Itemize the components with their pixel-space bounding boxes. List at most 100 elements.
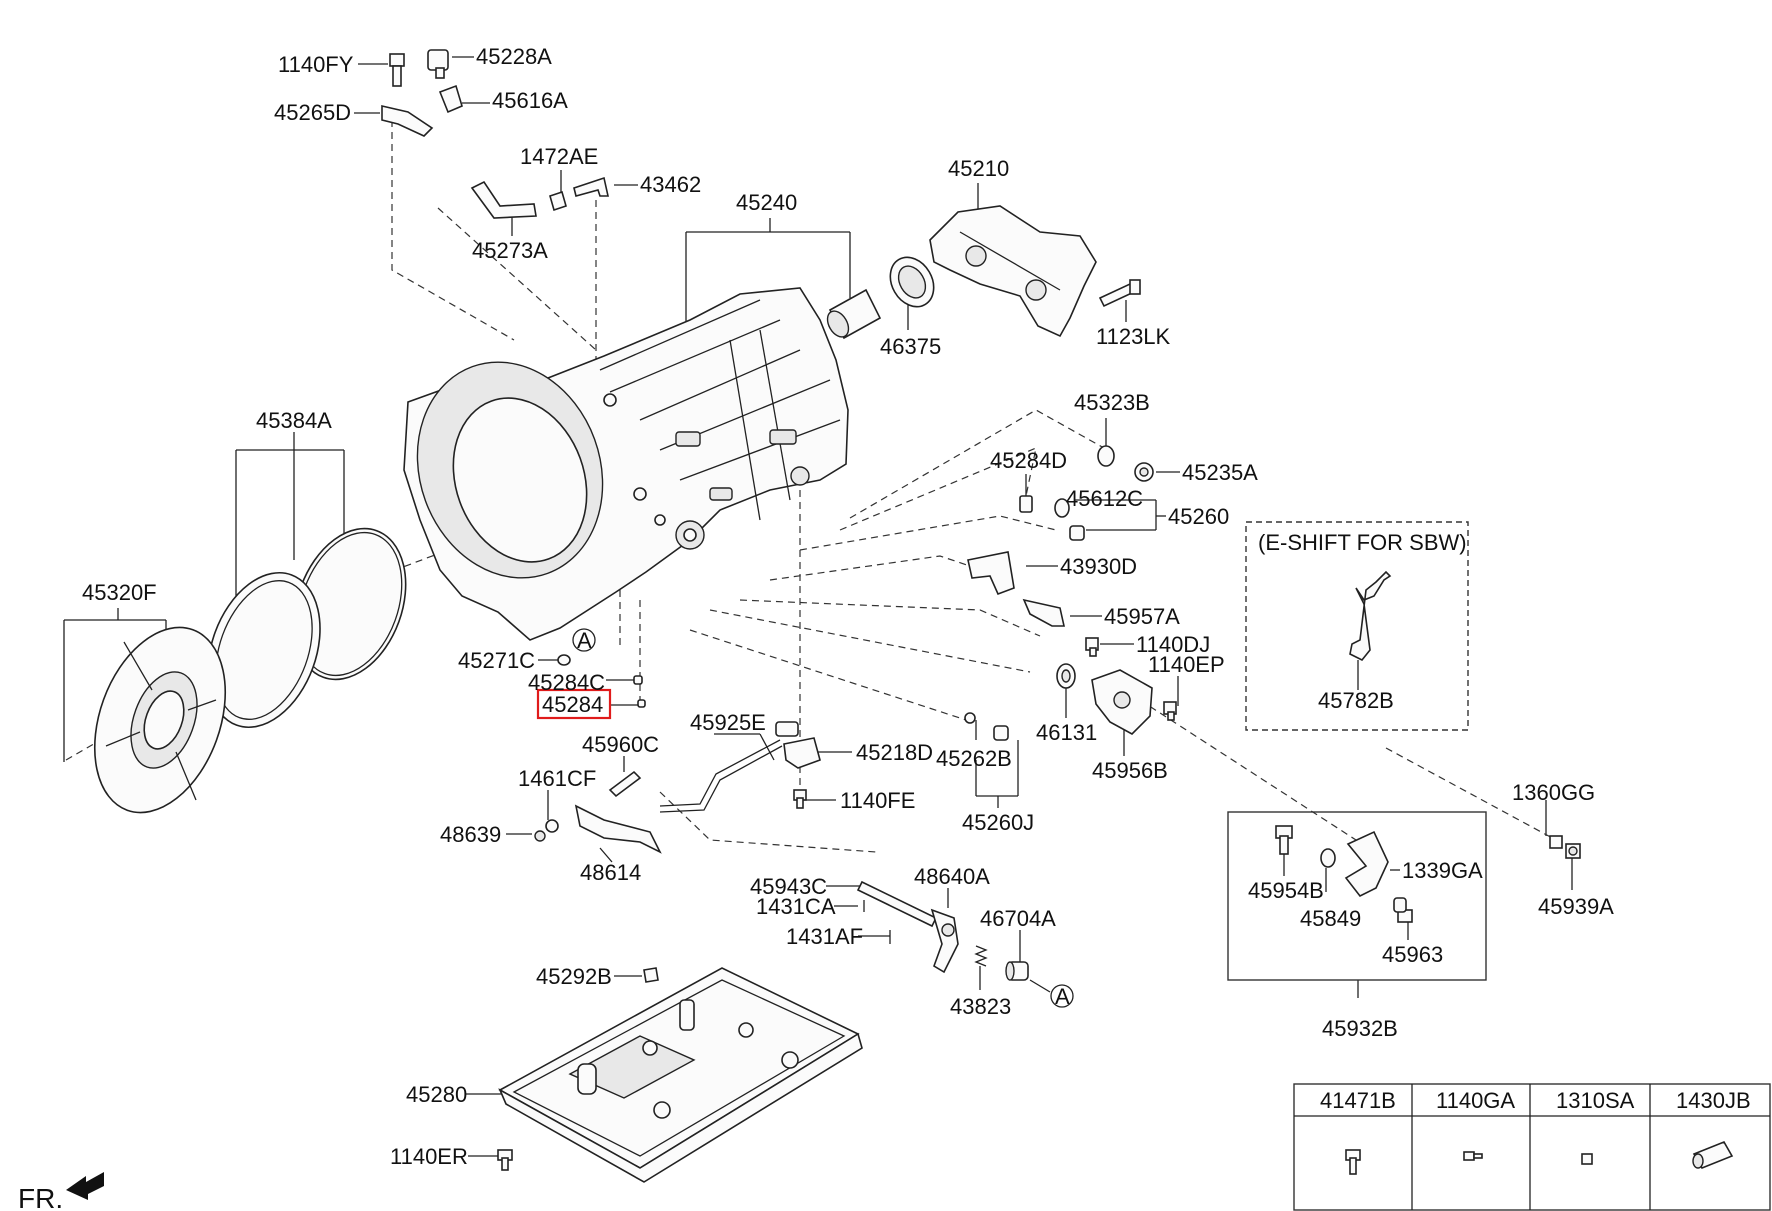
label-45849: 45849 <box>1300 906 1361 931</box>
label-45262B: 45262B <box>936 746 1012 771</box>
label-45292B: 45292B <box>536 964 612 989</box>
plug-45292b-icon <box>643 967 659 983</box>
table-header-1: 41471B <box>1320 1088 1396 1113</box>
shift-rod-45925e <box>659 721 799 813</box>
eshift-box <box>1245 521 1469 731</box>
bracket-45265d-icon <box>381 104 434 137</box>
hose-45273a-icon <box>470 180 537 219</box>
label-1140FE: 1140FE <box>840 788 915 813</box>
bolt-1140fe-icon <box>793 789 807 809</box>
label-45271C: 45271C <box>458 648 535 673</box>
table-header-3: 1310SA <box>1556 1088 1635 1113</box>
table-header-2: 1140GA <box>1436 1088 1515 1113</box>
seal-46131-icon <box>1056 663 1076 689</box>
label-1461CF: 1461CF <box>518 766 596 791</box>
label-45925E: 45925E <box>690 710 766 735</box>
label-45235A: 45235A <box>1182 460 1258 485</box>
nut-45939a-icon <box>1565 843 1581 859</box>
label-43823: 43823 <box>950 994 1011 1019</box>
ball-48639-icon <box>534 830 546 842</box>
label-45260: 45260 <box>1168 504 1229 529</box>
label-45228A: 45228A <box>476 44 552 69</box>
label-45384A: 45384A <box>256 408 332 433</box>
clip-1472ae-icon <box>549 190 567 212</box>
bolt-1140dj-icon <box>1085 637 1099 657</box>
label-45260J: 45260J <box>962 810 1034 835</box>
label-45963: 45963 <box>1382 942 1443 967</box>
part-labels: 1140FY 45228A 45616A 45265D 1472AE 43462… <box>18 44 1751 1211</box>
label-1140EP: 1140EP <box>1148 652 1225 677</box>
label-48614: 48614 <box>580 860 641 885</box>
label-46704A: 46704A <box>980 906 1056 931</box>
bracket-45218d-icon <box>783 737 821 769</box>
label-45218D: 45218D <box>856 740 933 765</box>
ref-circle-a-2 <box>1050 984 1074 1008</box>
washer-45849-icon <box>1320 848 1336 868</box>
oring-45323b-icon <box>1097 445 1115 467</box>
table-header-4: 1430JB <box>1676 1088 1751 1113</box>
label-1472AE: 1472AE <box>520 144 598 169</box>
front-arrow-icon <box>66 1172 104 1200</box>
plug-45235a-icon <box>1134 462 1154 482</box>
bracket-43930d-icon <box>967 551 1015 596</box>
detent-lever-48614 <box>574 804 662 854</box>
assembly-45932b-box <box>1227 811 1487 981</box>
bushing-45262b-icon <box>993 725 1009 741</box>
pipe-43462-icon <box>573 176 609 197</box>
bolt-41471b-icon <box>1345 1149 1361 1175</box>
label-45210: 45210 <box>948 156 1009 181</box>
oring-45612c-icon <box>1054 498 1070 518</box>
connector-45616a-icon <box>438 84 463 114</box>
label-45956B: 45956B <box>1092 758 1168 783</box>
label-45284: 45284 <box>542 692 603 717</box>
label-45612C: 45612C <box>1066 486 1143 511</box>
oil-pump-45320f <box>93 626 227 814</box>
label-1339GA: 1339GA <box>1402 858 1483 883</box>
plug-45284-icon <box>637 699 646 708</box>
pin-45960c-icon <box>608 770 642 798</box>
label-48640A: 48640A <box>914 864 990 889</box>
plug-45284d-icon <box>1019 495 1033 513</box>
eshift-lever-45782b <box>1349 570 1392 662</box>
clip-1461cf-icon <box>545 819 559 833</box>
label-46131: 46131 <box>1036 720 1097 745</box>
label-45323B: 45323B <box>1074 390 1150 415</box>
label-1431AF: 1431AF <box>786 924 863 949</box>
lever-1339ga-icon <box>1344 830 1389 898</box>
label-45932B: 45932B <box>1322 1016 1398 1041</box>
parts-table <box>1293 1083 1771 1211</box>
label-45240: 45240 <box>736 190 797 215</box>
ref-circle-a-1 <box>572 628 596 652</box>
label-1140DJ: 1140DJ <box>1136 632 1210 657</box>
label-45280: 45280 <box>406 1082 467 1107</box>
label-1140ER: 1140ER <box>390 1144 468 1169</box>
bushing-46704a-icon <box>1005 961 1029 981</box>
label-45265D: 45265D <box>274 100 351 125</box>
screw-1140ga-icon <box>1463 1151 1483 1161</box>
label-1123LK: 1123LK <box>1096 324 1171 349</box>
label-45939A: 45939A <box>1538 894 1614 919</box>
cap-45963-icon <box>1393 897 1407 913</box>
transmission-case-45240 <box>403 287 849 641</box>
label-43930D: 43930D <box>1060 554 1137 579</box>
label-43462: 43462 <box>640 172 701 197</box>
nut-1310sa-icon <box>1581 1153 1593 1165</box>
manual-shaft-45943c <box>856 880 959 974</box>
inhibitor-switch-45956b <box>1091 669 1153 735</box>
label-45320F: 45320F <box>82 580 157 605</box>
label-45960C: 45960C <box>582 732 659 757</box>
label-45284D: 45284D <box>990 448 1067 473</box>
plug-45284c-icon <box>633 675 643 685</box>
bracket-45957a-icon <box>1022 598 1065 627</box>
sensor-45228a-icon <box>427 49 449 79</box>
bolt-45954b-icon <box>1275 825 1293 855</box>
bolt-1123lk-icon <box>1098 279 1141 308</box>
mount-bracket-45210 <box>929 205 1097 338</box>
bushing-sleeve-icon <box>826 288 882 340</box>
label-45943C: 45943C <box>750 874 827 899</box>
seal-46375-icon <box>889 256 935 308</box>
bolt-1140ep-icon <box>1163 701 1177 721</box>
label-45616A: 45616A <box>492 88 568 113</box>
label-45954B: 45954B <box>1248 878 1324 903</box>
